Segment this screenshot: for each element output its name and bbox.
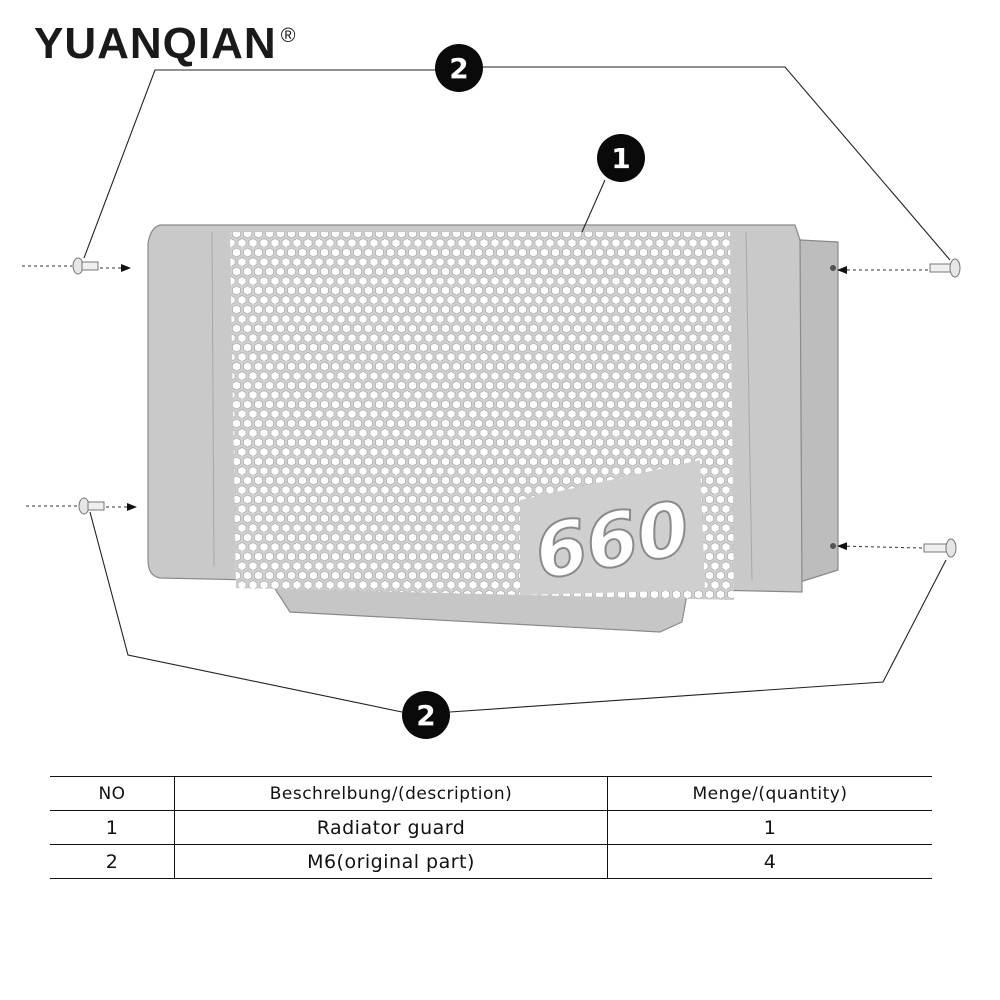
brand-name: YUANQIAN (34, 19, 277, 68)
bolt-top-left (72, 257, 99, 275)
bolt-bottom-right (923, 538, 957, 558)
table-row: 2 M6(original part) 4 (50, 844, 932, 879)
cell-quantity: 1 (607, 810, 932, 845)
lower-mount-hole (830, 543, 836, 549)
callout-fastener-top: 2 (435, 44, 483, 92)
cell-quantity: 4 (607, 844, 932, 879)
callout-fastener-top-number: 2 (449, 52, 468, 85)
model-badge: 660 (520, 460, 705, 598)
header-description: Beschrelbung/(description) (174, 776, 608, 811)
table-row: 1 Radiator guard 1 (50, 810, 932, 845)
table-header-row: NO Beschrelbung/(description) Menge/(qua… (50, 776, 932, 811)
header-no: NO (50, 776, 175, 811)
brand-logo: YUANQIAN® (34, 22, 296, 66)
guard-right-fold (745, 231, 753, 581)
registered-mark: ® (280, 25, 297, 48)
exploded-view-diagram: 660 1 2 (22, 44, 961, 739)
bolt-bottom-left (78, 497, 105, 515)
leader-bottom-left (89, 511, 403, 713)
callout-fastener-bottom-number: 2 (416, 699, 435, 732)
cell-no: 1 (50, 810, 175, 845)
leader-top (83, 69, 438, 259)
guard-left-fold (211, 231, 215, 567)
bolt-top-right (929, 258, 961, 278)
radiator-guard: 660 (147, 224, 839, 633)
guard-side-flange (799, 239, 839, 583)
leader-bottom-right (449, 559, 947, 713)
cell-description: Radiator guard (174, 810, 608, 845)
parts-table: NO Beschrelbung/(description) Menge/(qua… (50, 776, 932, 879)
leader-top-right (480, 66, 951, 261)
callout-guard-number: 1 (611, 142, 630, 175)
header-quantity: Menge/(quantity) (607, 776, 932, 811)
cell-no: 2 (50, 844, 175, 879)
callout-fastener-bottom: 2 (402, 691, 450, 739)
callout-guard: 1 (597, 134, 645, 182)
leader-guard (581, 179, 606, 233)
insertion-guides (22, 264, 928, 551)
leader-lines (83, 66, 951, 713)
cell-description: M6(original part) (174, 844, 608, 879)
guide-bottom-right-arrow (837, 542, 923, 551)
upper-mount-hole (830, 265, 836, 271)
